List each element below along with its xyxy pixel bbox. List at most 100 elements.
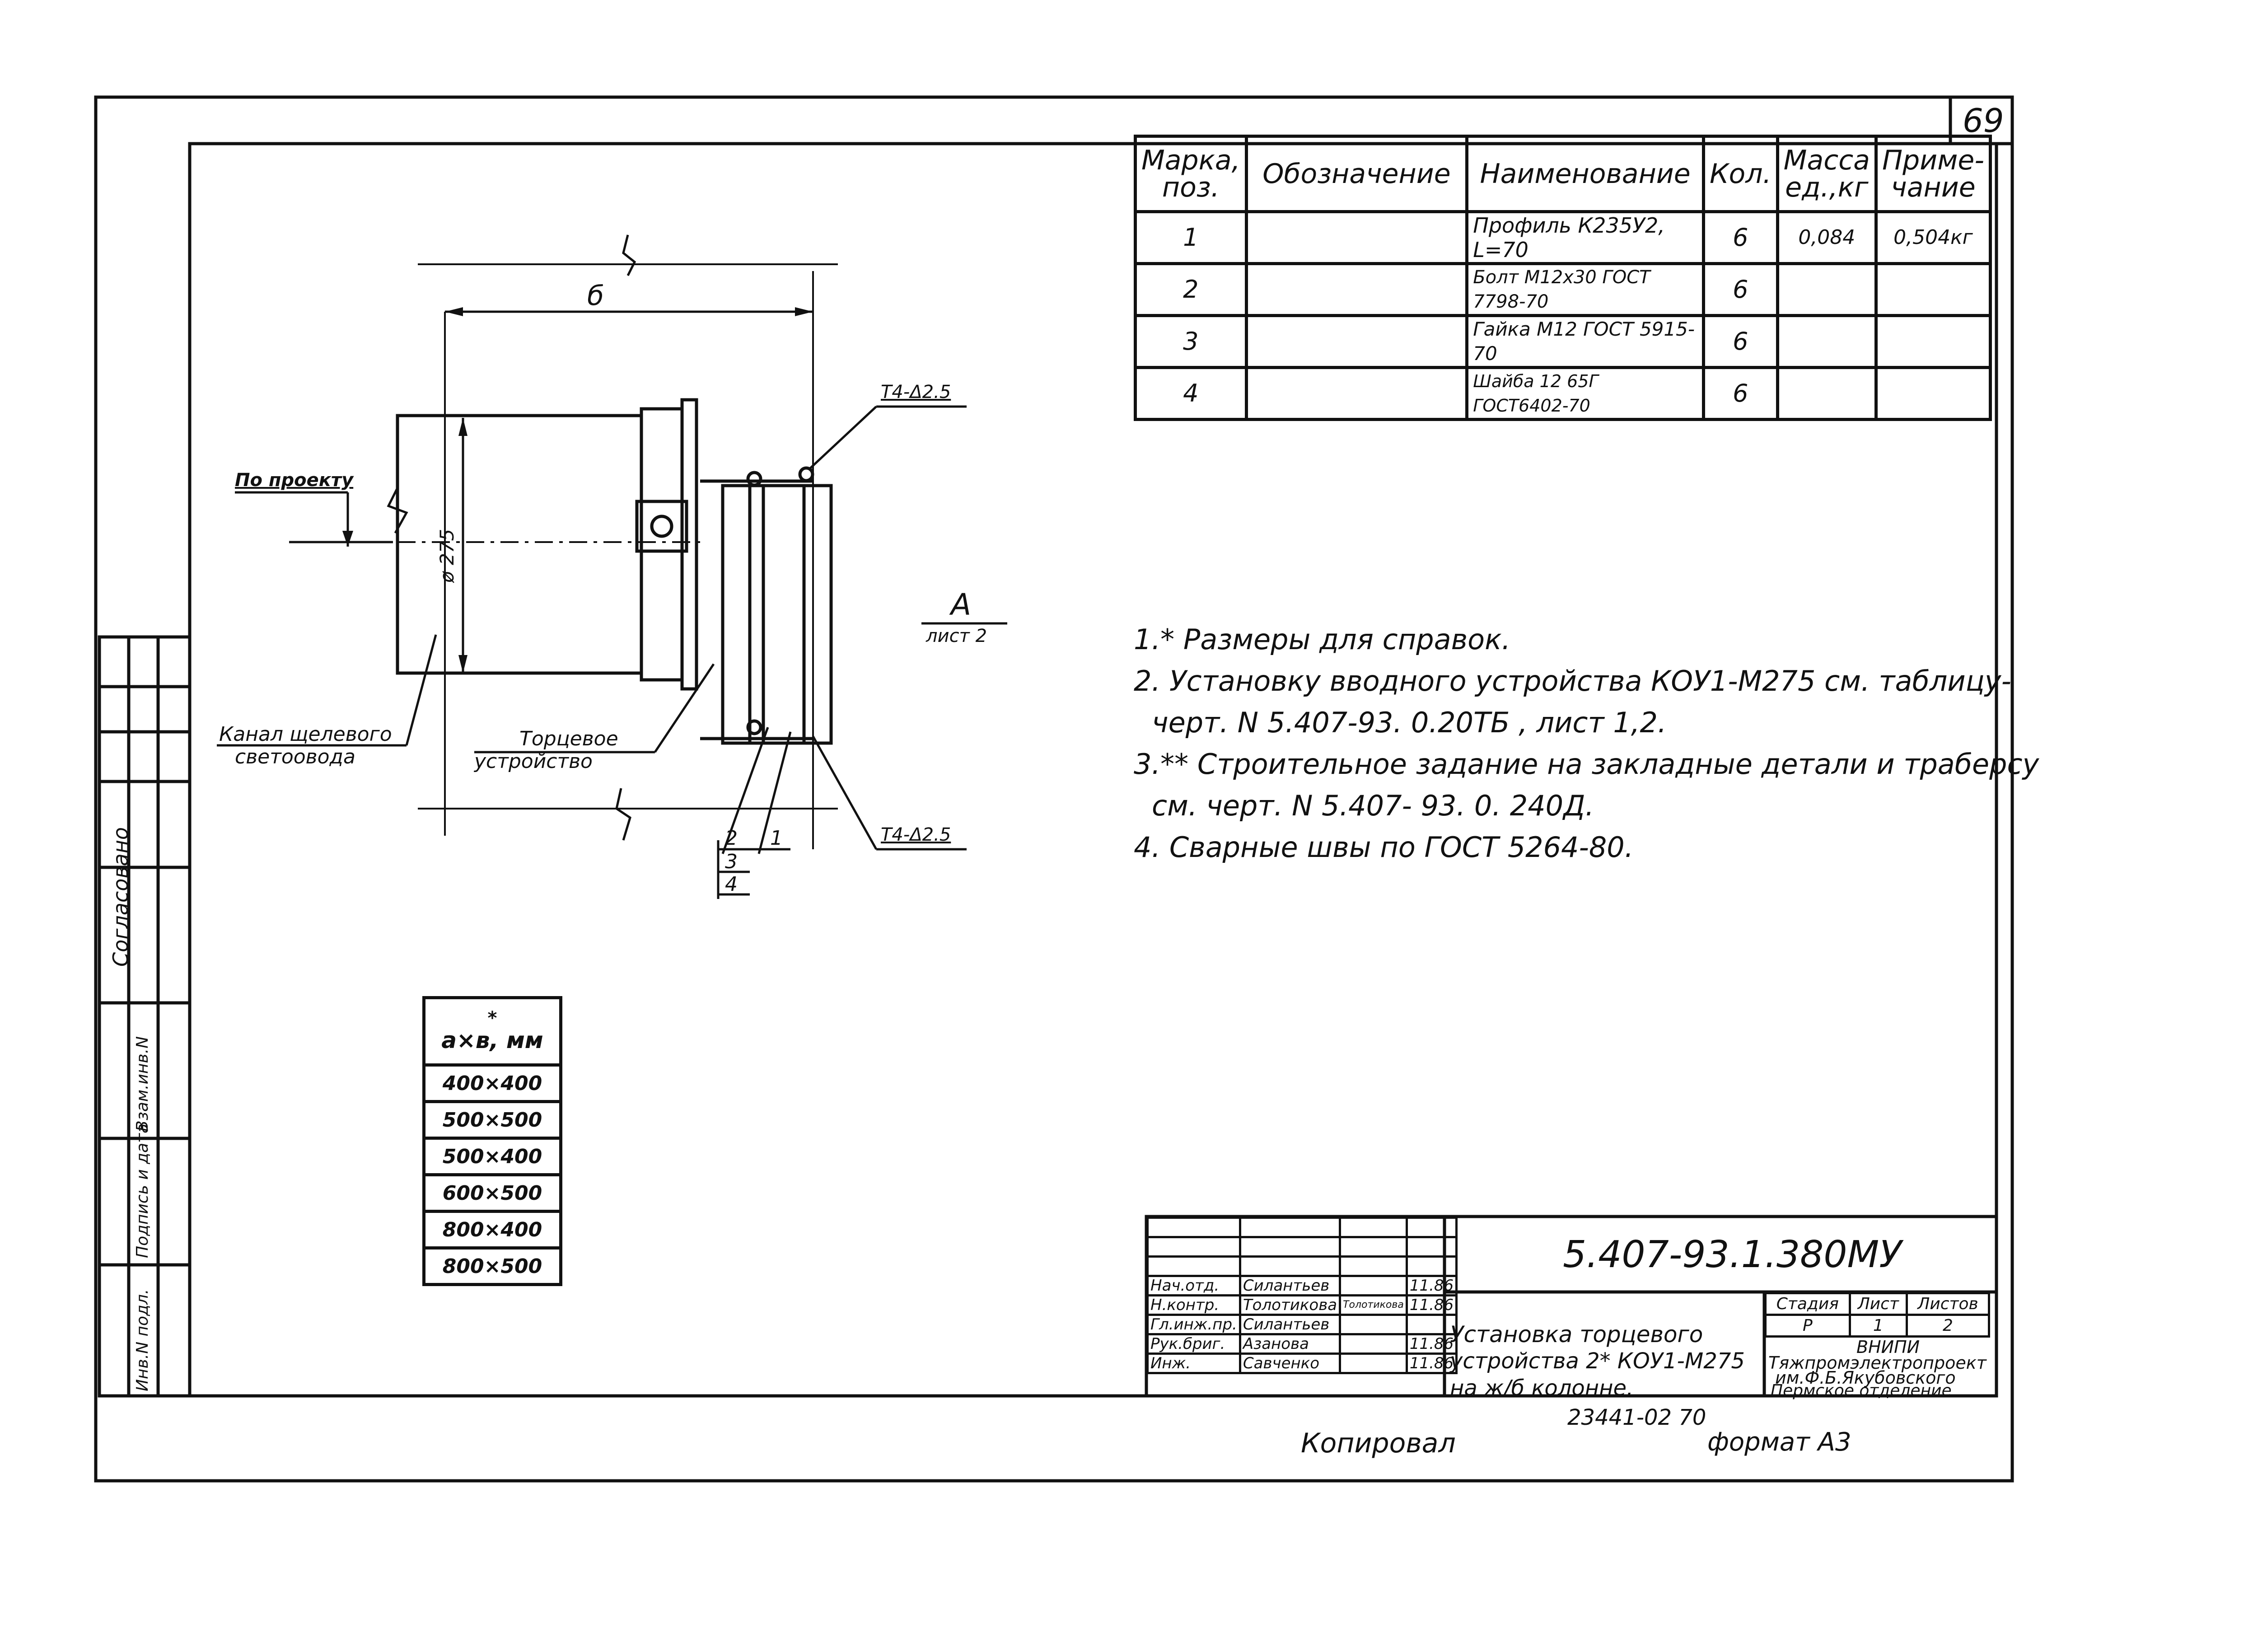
signature-row: Н.контр. Толотикова Толотикова 11.86 (1146, 1294, 1458, 1316)
callout-4: 4 (725, 873, 738, 896)
date-cell: 11.86 (1405, 1333, 1458, 1355)
name-cell: Силантьев (1239, 1275, 1342, 1296)
spec-cell-qty: 6 (1701, 210, 1779, 265)
sizes-row: 800×500 (422, 1246, 562, 1286)
sheets-value: 2 (1906, 1314, 1990, 1338)
spec-cell-mass (1776, 314, 1878, 369)
sign-cell (1339, 1314, 1408, 1335)
role-cell: Н.контр. (1146, 1294, 1241, 1316)
strip-sign-label: Подпись и дата (133, 1123, 152, 1258)
spec-cell-mark: 2 (1134, 262, 1248, 317)
role-cell: Рук.бриг. (1146, 1333, 1241, 1355)
callout-1: 1 (770, 827, 783, 850)
torcevoe-label-line1: Торцевое (519, 727, 618, 750)
inv-number: 23441-02 70 (1567, 1405, 1706, 1430)
kanal-label-line1: Канал щелевого (219, 723, 392, 746)
sign-cell (1339, 1275, 1408, 1296)
notes-block: 1.* Размеры для справок. 2. Установку вв… (1134, 619, 2039, 868)
org-line-4: Пермское отделение (1771, 1381, 1952, 1400)
spec-header-designation: Обозначение (1244, 135, 1469, 213)
spec-header-mass: Масса ед.,кг (1776, 135, 1878, 213)
role-cell: Инж. (1146, 1352, 1241, 1374)
strip-replace-label: Взам.инв.N (133, 1036, 152, 1132)
spec-cell-designation (1244, 210, 1469, 265)
spec-cell-mass: 0,084 (1776, 210, 1878, 265)
org-line-1: ВНИПИ (1856, 1337, 1920, 1357)
spec-cell-qty: 6 (1701, 262, 1779, 317)
note-3: 3.** Строительное задание на закладные д… (1134, 748, 2039, 781)
org-line-2: Тяжпромэлектропроект (1768, 1353, 1987, 1373)
sizes-row: 800×400 (422, 1210, 562, 1250)
callout-3: 3 (725, 850, 738, 873)
weld-bottom-label: Т4-Δ2.5 (881, 824, 951, 845)
sizes-header-text: а×в, мм (441, 1027, 543, 1053)
kanal-label-line2: светоовода (235, 745, 355, 768)
end-device (721, 484, 833, 745)
stage-table: Стадия Лист Листов Р 1 2 (1764, 1292, 1990, 1338)
signature-row: Инж. Савченко 11.86 (1146, 1352, 1458, 1374)
title-line-3: на ж/б колонне. (1450, 1376, 1634, 1401)
signature-row: Рук.бриг. Азанова 11.86 (1146, 1333, 1458, 1355)
note-2-cont: черт. N 5.407-93. 0.20ТБ , лист 1,2. (1152, 706, 1667, 739)
sizes-row: 500×500 (422, 1100, 562, 1140)
sheet-value: 1 (1848, 1314, 1908, 1338)
sheets-header: Листов (1906, 1292, 1990, 1316)
note-3-cont: см. черт. N 5.407- 93. 0. 240Д. (1152, 789, 1594, 822)
callout-2: 2 (725, 827, 738, 850)
spec-cell-name: Гайка М12 ГОСТ 5915-70 (1465, 314, 1705, 369)
org-line-3: им.Ф.Б.Якубовского (1775, 1368, 1956, 1388)
date-cell: 11.86 (1405, 1294, 1458, 1316)
sizes-header-mark: * (487, 1008, 497, 1029)
spec-cell-mark: 1 (1134, 210, 1248, 265)
spec-cell-designation (1244, 314, 1469, 369)
spec-cell-mark: 4 (1134, 366, 1248, 421)
flange-plate (640, 407, 684, 682)
spec-row: 4 Шайба 12 65Г ГОСТ6402-70 6 (1134, 366, 1992, 421)
specification-table: Марка, поз. Обозначение Наименование Кол… (1134, 135, 1992, 421)
strip-inv-label: Инв.N подл. (133, 1289, 152, 1391)
title-block-frame (1145, 1215, 1998, 1398)
sizes-header: * а×в, мм (422, 996, 562, 1067)
date-cell (1405, 1314, 1458, 1335)
name-cell: Азанова (1239, 1333, 1342, 1355)
spec-cell-mark: 3 (1134, 314, 1248, 369)
spec-cell-note (1874, 262, 1992, 317)
signature-table: Нач.отд. Силантьев 11.86 Н.контр. Толоти… (1146, 1217, 1458, 1374)
spec-cell-note: 0,504кг (1874, 210, 1992, 265)
sheet-number: 69 (1963, 102, 2004, 140)
sheet-header: Лист (1848, 1292, 1908, 1316)
spec-cell-mass (1776, 262, 1878, 317)
sizes-row: 600×500 (422, 1173, 562, 1213)
spec-row: 1 Профиль К235У2, L=70 6 0,084 0,504кг (1134, 210, 1992, 265)
spec-cell-qty: 6 (1701, 366, 1779, 421)
sizes-table: * а×в, мм 400×400 500×500 500×400 600×50… (422, 996, 562, 1286)
date-cell: 11.86 (1405, 1275, 1458, 1296)
format-label: формат А3 (1707, 1427, 1851, 1457)
copied-label: Копировал (1301, 1427, 1456, 1459)
spec-cell-note (1874, 314, 1992, 369)
stage-header: Стадия (1764, 1292, 1851, 1316)
spec-cell-designation (1244, 262, 1469, 317)
outer-frame (94, 95, 2014, 1483)
view-letter: А (951, 587, 972, 622)
signature-row: Нач.отд. Силантьев 11.86 (1146, 1275, 1458, 1296)
signature-row: Гл.инж.пр. Силантьев (1146, 1314, 1458, 1335)
name-cell: Толотикова (1239, 1294, 1342, 1316)
role-cell: Гл.инж.пр. (1146, 1314, 1241, 1335)
sizes-header-row: * а×в, мм (422, 996, 562, 1067)
sign-cell: Толотикова (1339, 1294, 1408, 1316)
spec-header-qty: Кол. (1701, 135, 1779, 213)
sign-cell (1339, 1352, 1408, 1374)
sign-cell (1339, 1333, 1408, 1355)
left-strip (98, 635, 192, 1398)
role-cell: Нач.отд. (1146, 1275, 1241, 1296)
sizes-row: 400×400 (422, 1063, 562, 1103)
name-cell: Силантьев (1239, 1314, 1342, 1335)
stage-value: Р (1764, 1314, 1851, 1338)
po-proektu-label: По проекту (235, 470, 354, 491)
spec-row: 3 Гайка М12 ГОСТ 5915-70 6 (1134, 314, 1992, 369)
title-line-1: Установка торцевого (1450, 1321, 1703, 1348)
title-line-2: устройства 2* КОУ1-М275 (1450, 1348, 1745, 1374)
spec-cell-name: Профиль К235У2, L=70 (1465, 210, 1705, 265)
